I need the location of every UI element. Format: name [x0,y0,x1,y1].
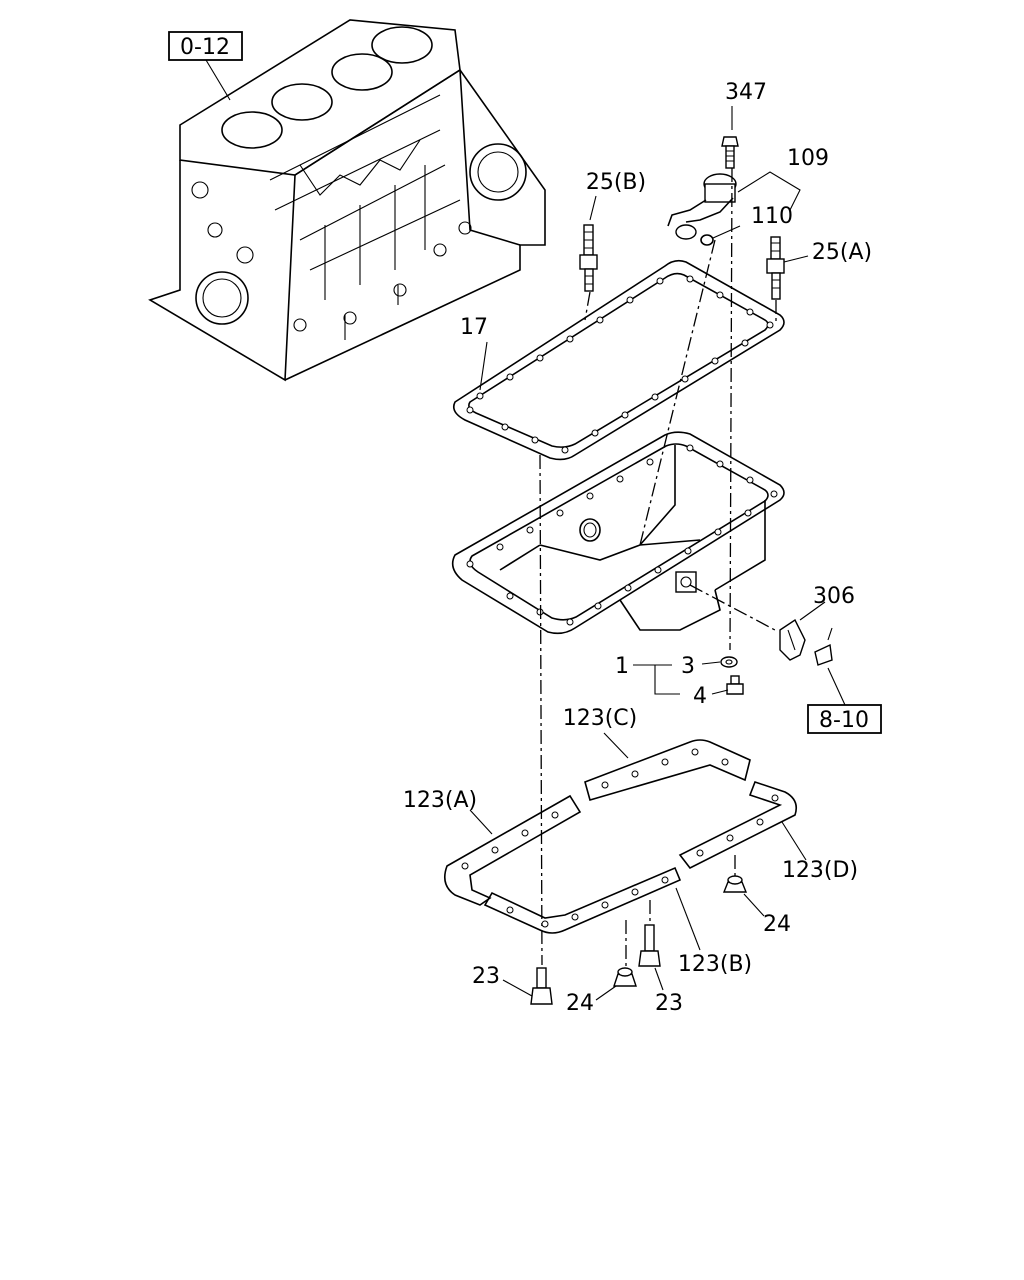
stud-25b-drawing [579,224,598,292]
bracket-306-drawing [779,618,806,661]
callout-110: 110 [751,204,793,229]
fuel-bracket-ref[interactable]: 8-10 [807,704,882,734]
drain-plug-4-drawing [726,675,744,695]
callout-23-left: 23 [472,964,500,989]
engine-block-drawing [148,19,546,382]
callout-23-mid: 23 [655,991,683,1016]
callout-24-left: 24 [566,991,594,1016]
bolt-23-left-drawing [530,967,553,1005]
bolt-23-mid-drawing [638,924,661,967]
callout-17: 17 [460,315,488,340]
nut-24-right-drawing [722,875,748,893]
fuel-bracket-ref-label: 8-10 [819,708,869,733]
callout-24-right: 24 [763,912,791,937]
clip-drawing [814,627,833,666]
nut-24-left-drawing [613,967,637,987]
callout-123c: 123(C) [563,706,638,731]
callout-347: 347 [725,80,767,105]
gasket-123c-drawing [584,739,751,801]
callout-109: 109 [787,146,829,171]
alignment-lines [539,167,777,966]
callout-25a: 25(A) [812,240,872,265]
stud-25a-drawing [766,236,785,300]
callout-25b: 25(B) [586,170,646,195]
bolt-347-drawing [721,136,739,169]
washer-3-drawing [720,656,738,668]
callout-306: 306 [813,584,855,609]
callout-123a: 123(A) [403,788,477,813]
callout-123b: 123(B) [678,952,752,977]
callout-1: 1 [615,654,629,679]
o-ring-110-drawing [700,234,714,246]
gasket-123a-drawing [444,794,582,906]
gasket-123b-drawing [483,866,682,934]
callout-3: 3 [681,654,695,679]
oil-pan-1-drawing [451,431,785,635]
gasket-17-drawing [452,259,785,461]
engine-block-ref[interactable]: 0-12 [168,31,243,61]
callout-123d: 123(D) [782,858,858,883]
engine-block-ref-label: 0-12 [180,35,230,60]
callout-4: 4 [693,684,707,709]
oil-level-sensor-109-drawing [667,173,737,240]
gasket-123d-drawing [678,780,798,870]
